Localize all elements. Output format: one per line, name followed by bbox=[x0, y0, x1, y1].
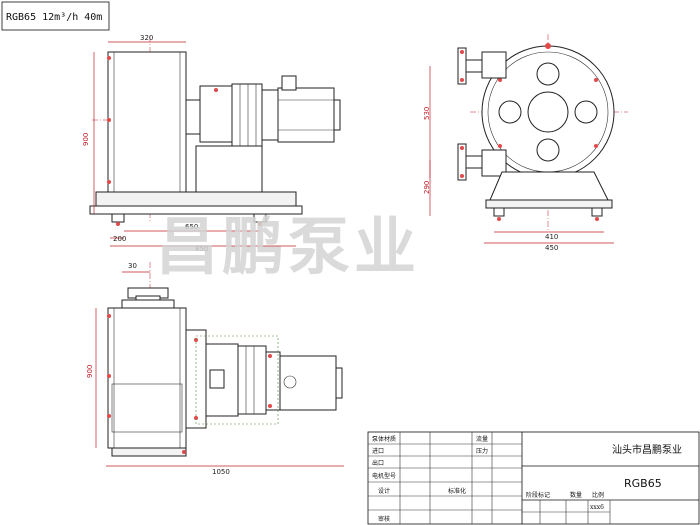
front-view: 320 900 650 200 850 bbox=[82, 34, 341, 253]
dim-front-top-width: 320 bbox=[140, 34, 153, 42]
side-view: 530 290 410 450 bbox=[423, 34, 628, 252]
tb-label-pressure: 压力 bbox=[476, 447, 488, 455]
dim-top-total: 1050 bbox=[212, 468, 230, 476]
tb-scale-value: xxx6 bbox=[590, 504, 604, 511]
top-view: 30 900 1050 bbox=[86, 262, 344, 476]
watermark-text: 昌鹏泵业 bbox=[156, 210, 420, 283]
dim-front-base-left: 200 bbox=[113, 235, 126, 243]
tb-label-outlet: 出口 bbox=[372, 459, 384, 467]
dim-top-height: 900 bbox=[86, 365, 94, 378]
dim-side-inner-width: 410 bbox=[545, 233, 558, 241]
tb-label-stage-mark: 阶段标记 bbox=[526, 491, 550, 499]
dim-side-lower: 290 bbox=[423, 181, 431, 194]
tb-label-inlet: 进口 bbox=[372, 447, 384, 455]
tb-model: RGB65 bbox=[624, 477, 662, 490]
tb-label-scale: 比例 bbox=[592, 491, 604, 499]
drawing-title-box: RGB65 12m³/h 40m bbox=[1, 1, 110, 31]
dim-side-outer-width: 450 bbox=[545, 244, 558, 252]
dim-front-height: 900 bbox=[82, 133, 90, 146]
dim-top-flange-offset: 30 bbox=[128, 262, 137, 270]
dim-front-base-offset: 650 bbox=[185, 223, 198, 231]
drawing-title-text: RGB65 12m³/h 40m bbox=[6, 12, 102, 23]
tb-label-design: 设计 bbox=[378, 487, 390, 495]
tb-label-standard: 标准化 bbox=[448, 487, 466, 495]
tb-label-review: 审核 bbox=[378, 515, 390, 523]
tb-label-type: 泵体材质 bbox=[372, 435, 396, 443]
tb-company: 汕头市昌鹏泵业 bbox=[612, 443, 682, 456]
dim-side-height: 530 bbox=[423, 107, 431, 120]
tb-label-motor: 电机型号 bbox=[372, 472, 396, 480]
tb-label-flow: 流量 bbox=[476, 435, 488, 443]
dim-front-total: 850 bbox=[195, 245, 208, 253]
tb-label-quantity: 数量 bbox=[570, 491, 582, 499]
title-block: 泵体材质 进口 出口 电机型号 设计 标准化 审核 流量 压力 汕头市昌鹏泵业 … bbox=[367, 431, 700, 525]
